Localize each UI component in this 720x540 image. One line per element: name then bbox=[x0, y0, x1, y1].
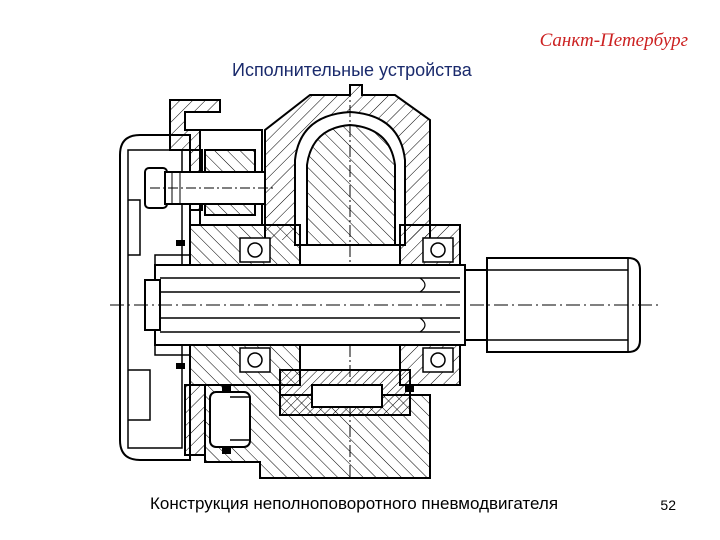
output-shaft bbox=[464, 257, 641, 353]
vane-housing bbox=[184, 369, 431, 479]
bearings bbox=[239, 237, 454, 373]
page-number: 52 bbox=[660, 497, 676, 513]
left-cover bbox=[119, 134, 191, 461]
dome-housing bbox=[264, 84, 431, 480]
figure-caption: Конструкция неполноповоротного пневмодви… bbox=[150, 494, 559, 513]
city-label: Санкт-Петербург bbox=[539, 30, 688, 51]
slide-title: Исполнительные устройства bbox=[232, 60, 472, 80]
top-flange bbox=[169, 99, 263, 226]
bolt bbox=[144, 167, 275, 209]
